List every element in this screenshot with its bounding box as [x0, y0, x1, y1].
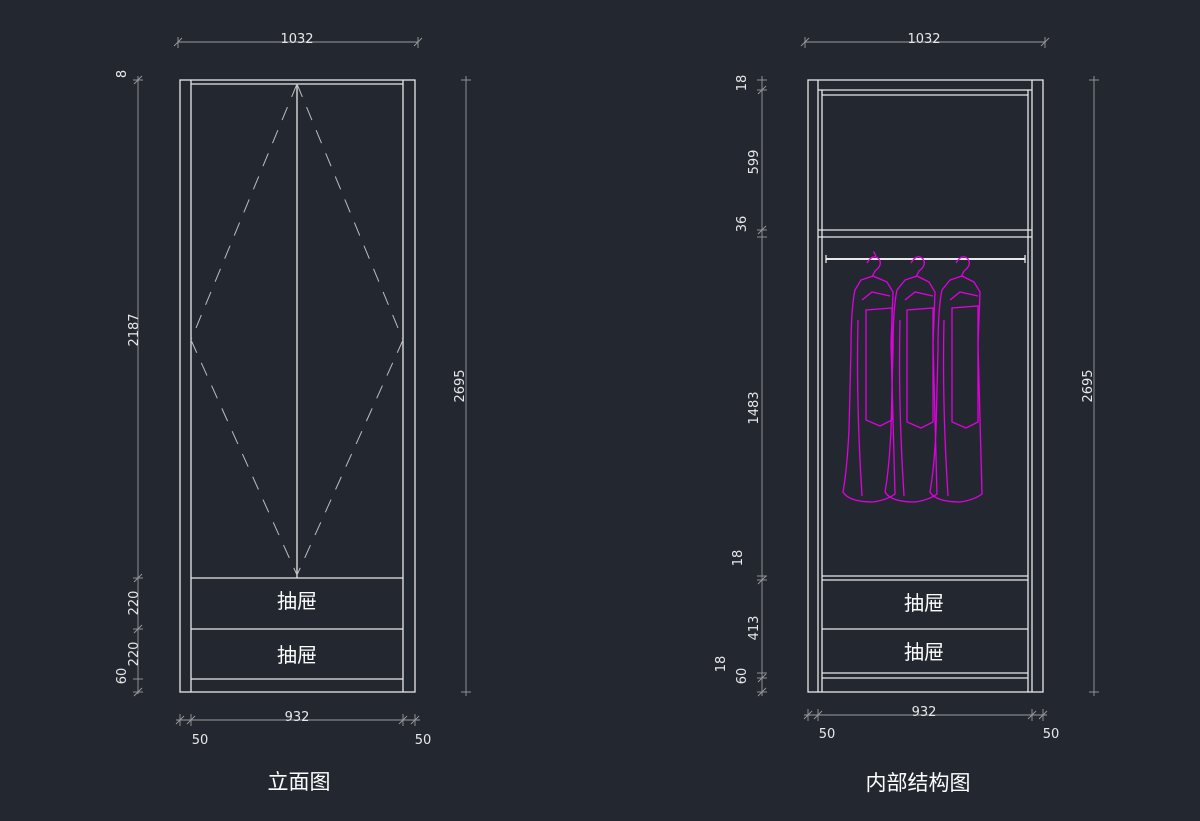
elevation-side-right-dim: 50	[415, 733, 432, 748]
elevation-drawer-label-1: 抽屉	[277, 589, 317, 613]
internal-dim-plinth-60: 60	[735, 668, 750, 685]
elevation-view: 1032 抽屉 抽屉 8 2187 220 22	[115, 32, 471, 794]
garment-2	[884, 256, 938, 503]
elevation-caption: 立面图	[268, 770, 331, 794]
garment-3	[929, 256, 983, 503]
internal-side-left-dim: 50	[819, 727, 836, 742]
elevation-drawer-label-2: 抽屉	[277, 643, 317, 667]
internal-dim-bottom-18: 18	[714, 656, 729, 673]
internal-dim-shelf-36: 36	[735, 216, 750, 233]
internal-dim-hanging-1483: 1483	[747, 391, 762, 424]
elevation-top-width-dim: 1032	[280, 32, 313, 47]
elevation-dim-drawer2-220: 220	[127, 642, 142, 667]
elevation-cabinet-outline	[179, 79, 416, 693]
hanging-rail	[825, 255, 1026, 263]
internal-overall-height-dim: 2695	[1081, 369, 1096, 402]
elevation-bottom-width-dim: 932	[285, 710, 310, 725]
internal-dim-panel-18: 18	[731, 550, 746, 567]
internal-caption: 内部结构图	[866, 771, 971, 795]
internal-structure-view: 1032	[714, 32, 1099, 795]
elevation-dim-top-8: 8	[115, 70, 130, 78]
internal-bottom-width-dim: 932	[912, 705, 937, 720]
internal-dim-drawers-413: 413	[747, 616, 762, 641]
elevation-dim-plinth-60: 60	[115, 668, 130, 685]
internal-dim-top-18: 18	[735, 75, 750, 92]
elevation-overall-height-dim: 2695	[453, 369, 468, 402]
hanging-clothes	[842, 251, 983, 503]
garment-1	[842, 251, 896, 503]
internal-top-width-dim: 1032	[907, 32, 940, 47]
internal-drawer-label-1: 抽屉	[904, 591, 944, 615]
elevation-side-left-dim: 50	[192, 733, 209, 748]
elevation-dim-drawer1-220: 220	[127, 591, 142, 616]
internal-drawer-label-2: 抽屉	[904, 640, 944, 664]
internal-dim-upper-599: 599	[747, 150, 762, 175]
door-swing-indicator	[190, 83, 404, 576]
internal-cabinet-outline	[807, 79, 1044, 693]
internal-side-right-dim: 50	[1043, 727, 1060, 742]
elevation-dim-door-2187: 2187	[127, 313, 142, 346]
